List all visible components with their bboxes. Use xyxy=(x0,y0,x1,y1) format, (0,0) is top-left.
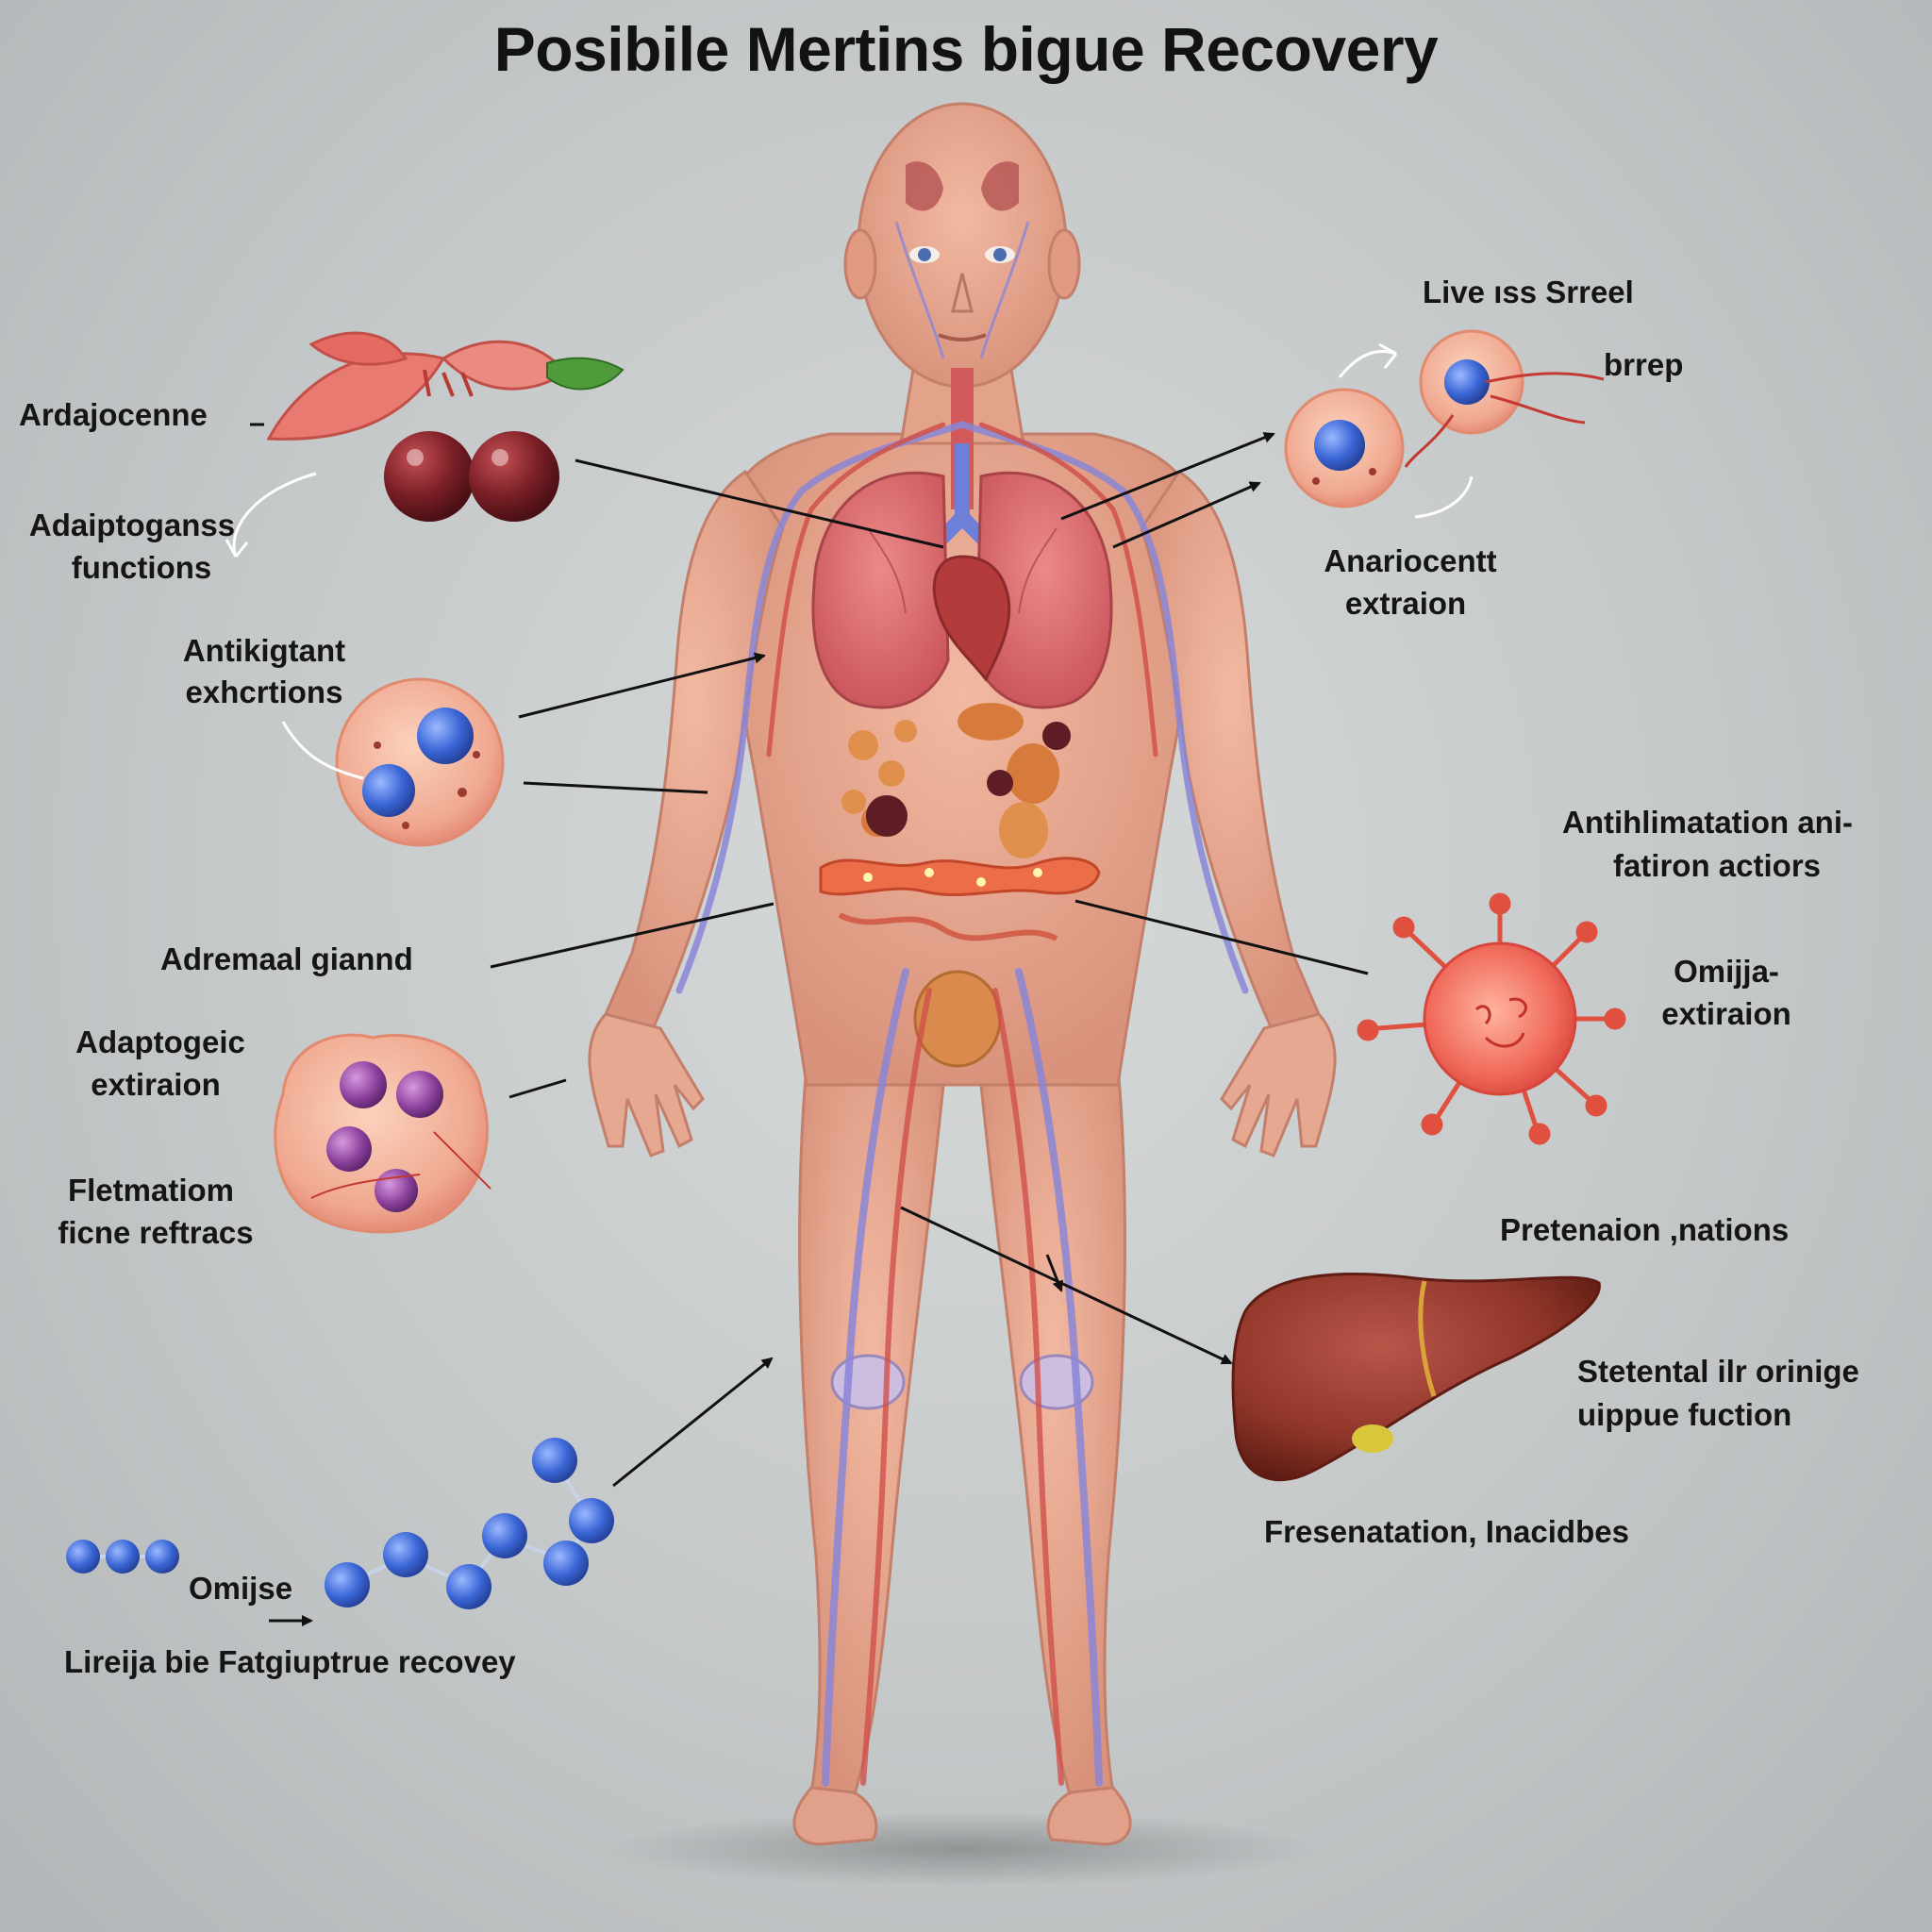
molecule-chain-icon xyxy=(66,1438,614,1609)
berry-icon xyxy=(266,331,625,522)
label-fletmatiom-line2: ficne reftracs xyxy=(58,1215,254,1250)
virus-icon xyxy=(1357,892,1626,1145)
label-anariocentt-line1: Anariocentt xyxy=(1324,543,1497,578)
label-fatigue-recovery: Lireija bie Fatgiuptrue recovey xyxy=(64,1644,516,1679)
label-live-stress: Live ıss Srreel xyxy=(1423,275,1634,309)
liver-icon xyxy=(1231,1273,1601,1482)
label-omijse: Omijse xyxy=(189,1571,293,1606)
label-omijja-line1: Omijja- xyxy=(1674,954,1779,989)
label-adaptogans-line1: Adaiptoganss xyxy=(28,508,236,542)
label-antioxidant-line2: exhcrtions xyxy=(185,675,343,709)
label-fresenatation: Fresenatation, Inacidbes xyxy=(1264,1514,1629,1549)
label-omijja-line2: extiraion xyxy=(1661,996,1791,1031)
cell-icon xyxy=(1284,329,1605,508)
leaf-icon xyxy=(546,357,625,391)
label-adaptogeic-line1: Adaptogeic xyxy=(75,1024,245,1059)
floor-shadow xyxy=(604,1811,1321,1887)
label-antiinflammation-line1: Antihlimatation ani- xyxy=(1562,805,1853,840)
page-title: Posibile Mertins bigue Recovery xyxy=(493,14,1439,84)
label-adaptogeic-line2: extiraion xyxy=(91,1067,221,1102)
label-anariocentt-line2: extraion xyxy=(1344,586,1467,621)
cell-icon xyxy=(274,1033,491,1234)
label-antioxidant-line1: Antikigtant xyxy=(182,633,346,668)
label-brrep: brrep xyxy=(1604,347,1684,382)
label-adaptogans-line2: functions xyxy=(71,550,212,585)
pointer-lines xyxy=(250,423,1369,1626)
label-adrenal-gland: Adremaal giannd xyxy=(160,941,413,976)
label-stetental-line2: uippue fuction xyxy=(1577,1397,1792,1432)
label-fletmatiom-line1: Fletmatiom xyxy=(67,1173,235,1208)
label-ardajocenne: Ardajocenne xyxy=(19,397,208,432)
label-antiinflammation-line2: fatiron actiors xyxy=(1612,848,1822,883)
label-pretenaion: Pretenaion ,nations xyxy=(1500,1212,1790,1247)
cell-icon xyxy=(335,677,505,847)
human-body-figure xyxy=(588,102,1337,1846)
label-stetental-line1: Stetental ilr orinige xyxy=(1577,1354,1859,1389)
